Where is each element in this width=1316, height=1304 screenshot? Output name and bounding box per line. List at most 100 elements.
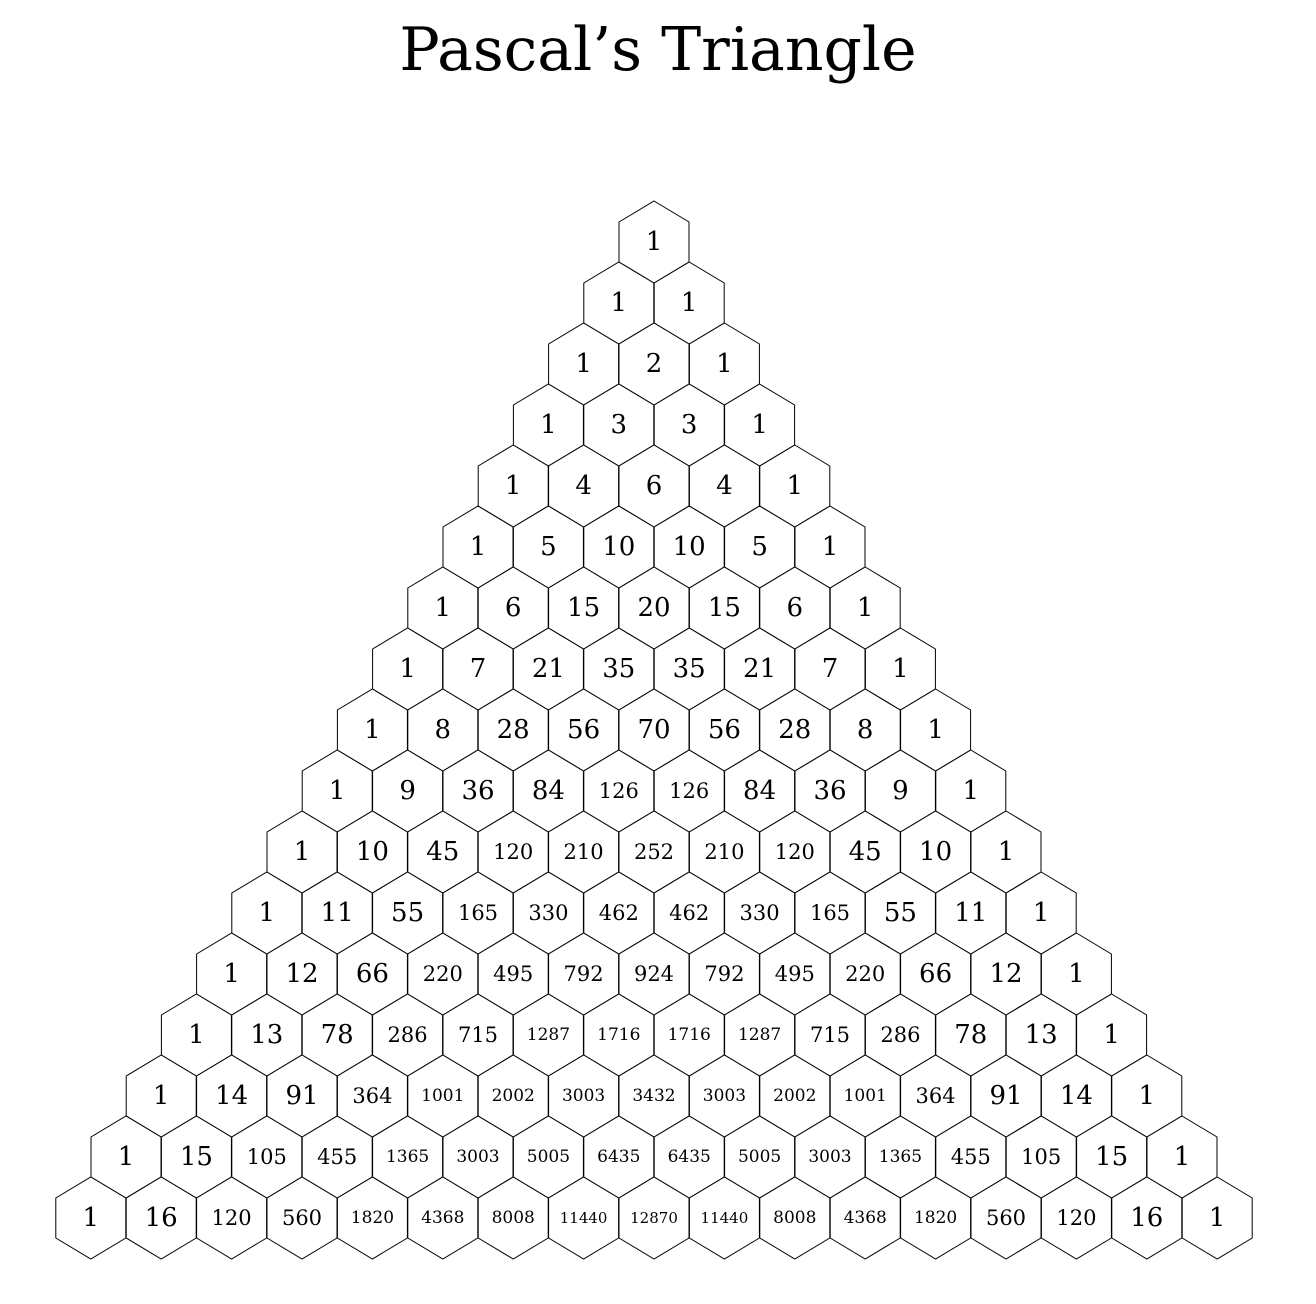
cell-value: 924 [634,962,674,986]
cell-value: 120 [775,840,815,864]
hex-cell: 3 [583,383,655,467]
hex-cell: 3003 [442,1115,514,1199]
hex-cell: 4368 [829,1176,901,1260]
cell-value: 35 [673,654,706,684]
hex-cell: 715 [794,993,866,1077]
cell-value: 16 [145,1203,178,1233]
cell-value: 21 [532,654,565,684]
hex-cell: 560 [970,1176,1042,1260]
cell-value: 715 [810,1023,850,1047]
cell-value: 16 [1130,1203,1163,1233]
cell-value: 9 [892,776,909,806]
hex-cell: 6435 [583,1115,655,1199]
hex-cell: 924 [618,932,690,1016]
hex-cell: 15 [548,566,620,650]
cell-value: 21 [743,654,776,684]
hex-cell: 11 [935,871,1007,955]
cell-value: 495 [493,962,533,986]
cell-value: 6 [646,471,663,501]
cell-value: 6435 [668,1147,711,1167]
cell-value: 15 [1095,1142,1128,1172]
cell-value: 66 [356,959,389,989]
cell-value: 6 [787,593,804,623]
hex-cell: 330 [724,871,796,955]
hex-cell: 220 [407,932,479,1016]
hex-cell: 6 [759,566,831,650]
hex-cell: 8008 [477,1176,549,1260]
hex-cell: 66 [900,932,972,1016]
cell-value: 1 [329,776,346,806]
cell-value: 120 [1056,1206,1096,1230]
hex-cell: 1 [1181,1176,1253,1260]
hex-cell: 792 [548,932,620,1016]
cell-value: 1 [153,1081,170,1111]
hex-cell: 364 [900,1054,972,1138]
hex-cell: 1 [583,261,655,345]
hex-cell: 2 [618,322,690,406]
hex-cell: 1 [55,1176,127,1260]
cell-value: 1820 [351,1208,394,1228]
hex-cell: 15 [160,1115,232,1199]
hex-cell: 1365 [372,1115,444,1199]
cell-value: 10 [919,837,952,867]
cell-value: 11440 [560,1209,608,1227]
cell-value: 8008 [773,1208,816,1228]
cell-value: 560 [986,1206,1026,1230]
hex-cell: 252 [618,810,690,894]
cell-value: 105 [1021,1145,1061,1169]
cell-value: 126 [669,779,709,803]
hex-cell: 1 [512,383,584,467]
cell-value: 78 [954,1020,987,1050]
cell-value: 91 [285,1081,318,1111]
cell-value: 3003 [703,1086,746,1106]
hex-cell: 1 [688,322,760,406]
cell-value: 3432 [632,1086,675,1106]
cell-value: 792 [564,962,604,986]
cell-value: 12 [989,959,1022,989]
cell-value: 220 [423,962,463,986]
cell-value: 220 [845,962,885,986]
hexagon-shape [1181,1176,1253,1260]
cell-value: 1365 [386,1147,429,1167]
cell-value: 1 [1174,1142,1191,1172]
hex-cell: 11440 [688,1176,760,1260]
cell-value: 165 [810,901,850,925]
hex-cell: 3432 [618,1054,690,1138]
hex-cell: 11 [301,871,373,955]
cell-value: 1 [857,593,874,623]
hex-cell: 1 [759,444,831,528]
cell-value: 3 [681,410,698,440]
cell-value: 252 [634,840,674,864]
hex-cell: 16 [1111,1176,1183,1260]
cell-value: 3003 [456,1147,499,1167]
cell-value: 15 [708,593,741,623]
hex-cell: 165 [442,871,514,955]
cell-value: 1 [611,288,628,318]
cell-value: 1 [505,471,522,501]
hex-cell: 210 [688,810,760,894]
cell-value: 1 [822,532,839,562]
hex-cell: 15 [1076,1115,1148,1199]
hex-cell: 126 [653,749,725,833]
cell-value: 1 [364,715,381,745]
cell-value: 2 [646,349,663,379]
hex-cell: 4 [548,444,620,528]
hex-cell: 21 [724,627,796,711]
hex-cell: 21 [512,627,584,711]
cell-value: 330 [740,901,780,925]
hex-cell: 1716 [653,993,725,1077]
cell-value: 1 [470,532,487,562]
cell-value: 35 [602,654,635,684]
cell-value: 10 [356,837,389,867]
cell-value: 3 [611,410,628,440]
hex-cell: 10 [583,505,655,589]
cell-value: 20 [637,593,670,623]
hex-cell: 1 [829,566,901,650]
cell-value: 455 [317,1145,357,1169]
page-title: Pascal’s Triangle [399,15,917,85]
cell-value: 495 [775,962,815,986]
cell-value: 8 [435,715,452,745]
cell-value: 4 [575,471,592,501]
cell-value: 1 [188,1020,205,1050]
